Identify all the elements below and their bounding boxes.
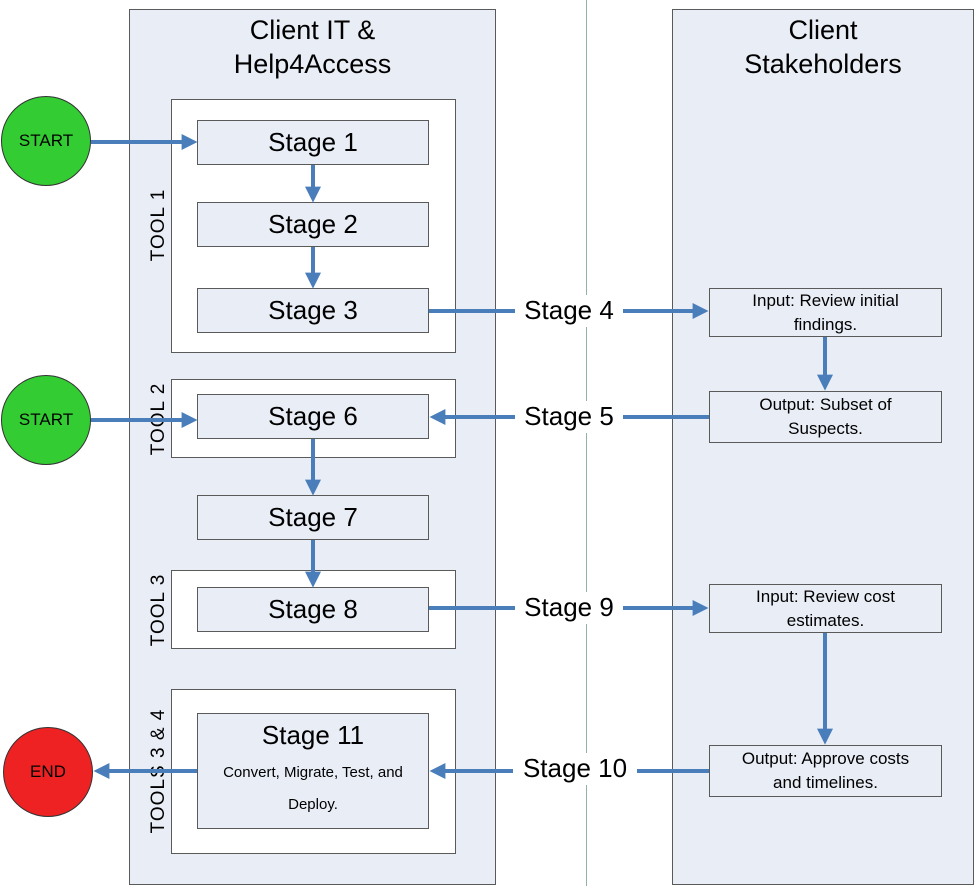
lane-title-client-it: Client IT & Help4Access bbox=[233, 15, 392, 79]
output-subset-of-suspects-box: Output: Subset of Suspects. bbox=[709, 391, 942, 443]
output-approve-costs-box: Output: Approve costs and timelines. bbox=[709, 745, 942, 797]
stage-1-box: Stage 1 bbox=[197, 120, 429, 165]
stage-5-label: Stage 5 bbox=[515, 401, 623, 433]
stage-11-description: Convert, Migrate, Test, and Deploy. bbox=[223, 764, 403, 813]
start-circle-1: START bbox=[1, 96, 91, 186]
stage-3-box: Stage 3 bbox=[197, 288, 429, 333]
lane-title-client-stakeholders: Client Stakeholders bbox=[744, 15, 902, 79]
stage-2-box: Stage 2 bbox=[197, 202, 429, 247]
end-circle: END bbox=[3, 727, 93, 817]
input-review-cost-estimates-box: Input: Review cost estimates. bbox=[709, 584, 942, 633]
stage-10-label: Stage 10 bbox=[513, 753, 637, 785]
lane-divider bbox=[586, 0, 587, 886]
stage-9-label: Stage 9 bbox=[515, 592, 623, 624]
stage-11-box: Stage 11 Convert, Migrate, Test, and Dep… bbox=[197, 713, 429, 829]
stage-7-box: Stage 7 bbox=[197, 495, 429, 540]
input-review-initial-findings-box: Input: Review initial findings. bbox=[709, 288, 942, 337]
stage-6-box: Stage 6 bbox=[197, 394, 429, 439]
start-circle-2: START bbox=[1, 375, 91, 465]
stage-11-title: Stage 11 bbox=[261, 720, 365, 750]
stage-4-label: Stage 4 bbox=[515, 295, 623, 327]
stage-8-box: Stage 8 bbox=[197, 587, 429, 632]
